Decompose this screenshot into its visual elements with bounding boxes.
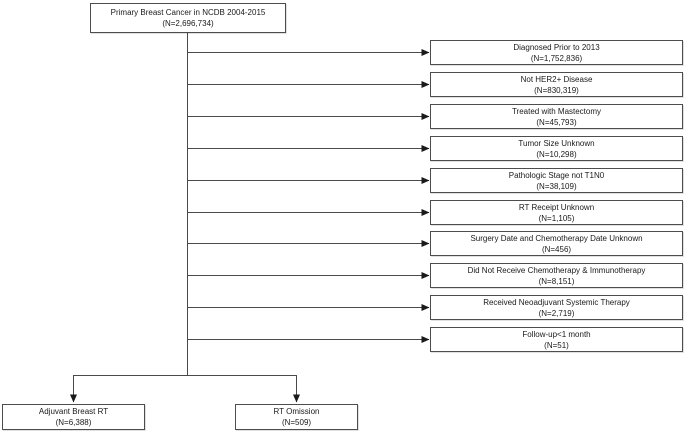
node-count: (N=8,151): [538, 276, 575, 286]
node-count: (N=51): [544, 340, 569, 350]
flow-node-outcome-adjuvant-breast-rt: Adjuvant Breast RT (N=6,388): [2, 404, 145, 430]
node-count: (N=1,105): [538, 213, 575, 223]
node-label: Tumor Size Unknown: [518, 138, 595, 148]
node-count: (N=2,696,734): [162, 19, 214, 28]
node-count: (N=1,752,836): [530, 53, 583, 63]
node-label: Adjuvant Breast RT: [38, 407, 109, 416]
flow-node-exclusion-diagnosed-prior-2013: Diagnosed Prior to 2013 (N=1,752,836): [430, 40, 683, 65]
node-label: Diagnosed Prior to 2013: [513, 42, 600, 52]
flow-node-exclusion-no-chemo-immunotherapy: Did Not Receive Chemotherapy & Immunothe…: [430, 263, 683, 288]
node-label: Primary Breast Cancer in NCDB 2004-2015: [110, 8, 266, 17]
node-label: Did Not Receive Chemotherapy & Immunothe…: [467, 265, 646, 275]
flow-node-outcome-rt-omission: RT Omission (N=509): [235, 404, 358, 430]
flow-node-exclusion-not-her2-disease: Not HER2+ Disease (N=830,319): [430, 72, 683, 97]
node-label: Follow-up<1 month: [522, 329, 591, 339]
flow-node-exclusion-neoadjuvant-systemic-therapy: Received Neoadjuvant Systemic Therapy (N…: [430, 295, 683, 320]
node-count: (N=830,319): [534, 85, 579, 95]
node-count: (N=509): [281, 418, 312, 427]
flow-node-exclusion-treated-with-mastectomy: Treated with Mastectomy (N=45,793): [430, 104, 683, 129]
node-label: RT Omission: [273, 407, 320, 416]
node-count: (N=6,388): [55, 418, 92, 427]
flow-node-exclusion-followup-under-1-month: Follow-up<1 month (N=51): [430, 327, 683, 352]
flow-node-exclusion-pathologic-stage-not-t1n0: Pathologic Stage not T1N0 (N=38,109): [430, 168, 683, 193]
flow-node-exclusion-tumor-size-unknown: Tumor Size Unknown (N=10,298): [430, 136, 683, 161]
node-label: Received Neoadjuvant Systemic Therapy: [483, 297, 630, 307]
node-label: RT Receipt Unknown: [518, 202, 595, 212]
node-label: Surgery Date and Chemotherapy Date Unkno…: [470, 233, 643, 243]
node-label: Pathologic Stage not T1N0: [508, 170, 605, 180]
node-count: (N=45,793): [536, 117, 577, 127]
flow-node-exclusion-rt-receipt-unknown: RT Receipt Unknown (N=1,105): [430, 200, 683, 225]
flow-node-source: Primary Breast Cancer in NCDB 2004-2015 …: [90, 3, 286, 33]
node-count: (N=10,298): [536, 149, 577, 159]
node-label: Not HER2+ Disease: [520, 74, 593, 84]
flow-node-exclusion-surgery-chemo-date-unknown: Surgery Date and Chemotherapy Date Unkno…: [430, 231, 683, 256]
node-count: (N=38,109): [536, 181, 577, 191]
node-label: Treated with Mastectomy: [511, 106, 602, 116]
node-count: (N=2,719): [538, 308, 575, 318]
node-count: (N=456): [541, 244, 572, 254]
